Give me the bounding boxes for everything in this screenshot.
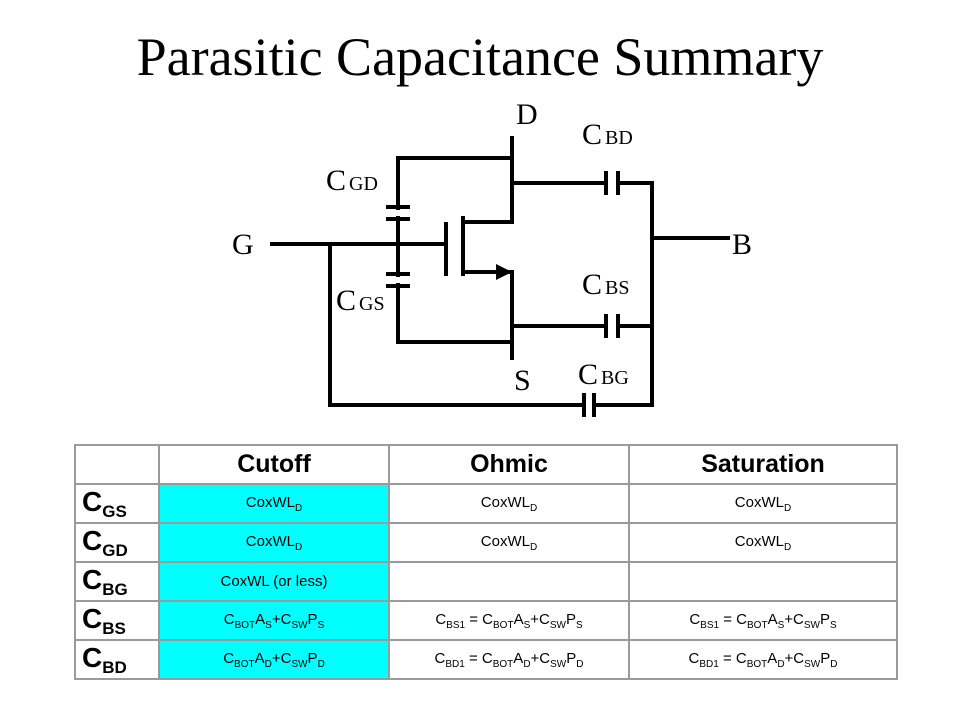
gate-label: G [232, 228, 254, 261]
cbd-capacitor-symbol [604, 171, 620, 195]
gate-to-cbg-wire [328, 242, 586, 407]
cutoff-cell: CoxWLD [158, 483, 390, 524]
header-row: Cutoff Ohmic Saturation [74, 444, 898, 485]
saturation-cell: CBD1 = CBOTAD+CSWPD [628, 639, 898, 680]
cutoff-header: Cutoff [158, 444, 390, 485]
ohmic-cell: CoxWLD [388, 483, 630, 524]
page-title: Parasitic Capacitance Summary [136, 27, 824, 87]
saturation-cell: CBS1 = CBOTAS+CSWPS [628, 600, 898, 641]
ohmic-cell: CoxWLD [388, 522, 630, 563]
bulk-label: B [732, 228, 752, 261]
cbs-capacitor-symbol [604, 314, 620, 338]
corner-header [74, 444, 160, 485]
cutoff-cell: CBOTAS+CSWPS [158, 600, 390, 641]
cgs-lower-wire [396, 283, 514, 344]
saturation-cell: CoxWLD [628, 483, 898, 524]
row-label-cbd: CBD [74, 639, 160, 680]
cgs-capacitor-symbol [386, 272, 410, 288]
cutoff-cell: CoxWL (or less) [158, 561, 390, 602]
source-arrow [496, 264, 512, 280]
cutoff-cell: CBOTAD+CSWPD [158, 639, 390, 680]
ohmic-cell: CBS1 = CBOTAS+CSWPS [388, 600, 630, 641]
row-label-cgd: CGD [74, 522, 160, 563]
row-label-cbg: CBG [74, 561, 160, 602]
cgd-capacitor-symbol [386, 205, 410, 221]
cbd-to-bulk-wire [616, 181, 654, 407]
row-label-cgs: CGS [74, 483, 160, 524]
saturation-header: Saturation [628, 444, 898, 485]
saturation-cell [628, 561, 898, 602]
ohmic-cell: CBD1 = CBOTAD+CSWPD [388, 639, 630, 680]
source-label: S [514, 364, 531, 397]
cutoff-cell: CoxWLD [158, 522, 390, 563]
saturation-cell: CoxWLD [628, 522, 898, 563]
cbg-capacitor-symbol [582, 393, 596, 417]
ohmic-header: Ohmic [388, 444, 630, 485]
drain-label: D [516, 98, 538, 131]
ohmic-cell [388, 561, 630, 602]
row-label-cbs: CBS [74, 600, 160, 641]
